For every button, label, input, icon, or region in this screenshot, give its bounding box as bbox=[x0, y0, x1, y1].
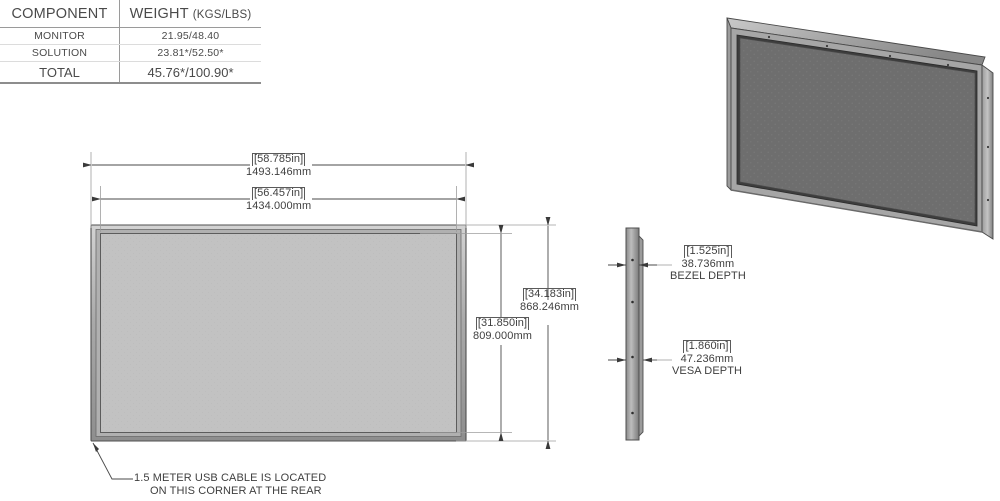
iso-screen-recess bbox=[736, 34, 978, 227]
iso-frame-guide bbox=[727, 18, 985, 216]
label-overall-width-mm: 1493.146mm bbox=[246, 165, 312, 178]
table-header-weight-text: WEIGHT bbox=[129, 5, 189, 22]
front-view-extension-lines bbox=[90, 152, 556, 442]
table-row: SOLUTION 23.81*/52.50* bbox=[0, 44, 261, 62]
label-overall-width: [58.785in] 1493.146mm bbox=[246, 153, 311, 178]
side-view-monitor bbox=[625, 227, 644, 441]
row-value-total: 45.76*/100.90* bbox=[119, 61, 261, 84]
row-label-solution: SOLUTION bbox=[0, 44, 120, 62]
row-label-monitor: MONITOR bbox=[0, 27, 120, 45]
side-view-mount-point bbox=[631, 355, 634, 359]
iso-mount-point bbox=[986, 198, 990, 202]
side-view-mount-point bbox=[631, 411, 634, 415]
label-bezel-depth-mm: 38.736mm bbox=[681, 257, 735, 270]
row-value-solution: 23.81*/52.50* bbox=[119, 44, 261, 62]
label-vesa-depth-title: VESA DEPTH bbox=[672, 365, 743, 377]
iso-right-side-face bbox=[981, 64, 994, 240]
iso-mount-point bbox=[888, 54, 892, 58]
usb-cable-note: 1.5 METER USB CABLE IS LOCATED ON THIS C… bbox=[134, 472, 326, 497]
side-view-mount-point bbox=[631, 300, 634, 304]
usb-cable-leader-line bbox=[92, 442, 133, 480]
table-header-weight-units: (KGS/LBS) bbox=[192, 8, 252, 21]
table-row-total: TOTAL 45.76*/100.90* bbox=[0, 61, 261, 84]
label-overall-height: [34.183in] 868.246mm bbox=[520, 288, 579, 313]
label-screen-height: [31.850in] 809.000mm bbox=[473, 317, 532, 342]
label-overall-height-inches: [34.183in] bbox=[522, 288, 577, 301]
side-view-mount-point bbox=[631, 258, 634, 262]
table-row: MONITOR 21.95/48.40 bbox=[0, 27, 261, 45]
label-overall-width-inches: [58.785in] bbox=[251, 153, 306, 166]
label-screen-width: [56.457in] 1434.000mm bbox=[246, 187, 311, 212]
table-header-component: COMPONENT bbox=[0, 0, 120, 28]
front-view-monitor bbox=[90, 224, 467, 442]
usb-cable-leader-arrow bbox=[93, 443, 99, 452]
label-screen-height-mm: 809.000mm bbox=[473, 329, 532, 342]
usb-cable-note-line2: ON THIS CORNER AT THE REAR bbox=[150, 484, 322, 497]
isometric-view-monitor bbox=[726, 17, 994, 240]
label-vesa-depth: [1.860in] 47.236mm VESA DEPTH bbox=[672, 340, 742, 378]
iso-left-bezel bbox=[726, 17, 732, 192]
side-view-vesa-plate bbox=[638, 234, 644, 438]
label-bezel-depth: [1.525in] 38.736mm BEZEL DEPTH bbox=[670, 245, 746, 283]
label-vesa-depth-inches: [1.860in] bbox=[683, 340, 731, 353]
table-header-weight: WEIGHT (KGS/LBS) bbox=[119, 0, 261, 28]
iso-mount-point bbox=[767, 35, 771, 39]
usb-cable-note-line1: 1.5 METER USB CABLE IS LOCATED bbox=[134, 472, 327, 484]
label-vesa-depth-mm: 47.236mm bbox=[680, 352, 734, 365]
iso-front-plate bbox=[730, 27, 983, 233]
iso-mount-point bbox=[946, 63, 950, 67]
table-header-row: COMPONENT WEIGHT (KGS/LBS) bbox=[0, 0, 261, 28]
iso-screen bbox=[739, 37, 976, 224]
label-overall-height-mm: 868.246mm bbox=[520, 300, 579, 313]
weight-table: COMPONENT WEIGHT (KGS/LBS) MONITOR 21.95… bbox=[0, 0, 261, 84]
label-bezel-depth-title: BEZEL DEPTH bbox=[670, 270, 746, 282]
label-screen-width-mm: 1434.000mm bbox=[246, 199, 312, 212]
row-label-total: TOTAL bbox=[0, 61, 120, 84]
iso-top-bezel bbox=[726, 17, 986, 66]
iso-mount-point bbox=[986, 96, 990, 100]
front-view-screen bbox=[100, 233, 457, 433]
label-screen-height-inches: [31.850in] bbox=[475, 317, 530, 330]
iso-mount-point bbox=[825, 44, 829, 48]
front-view-outer-bezel bbox=[90, 224, 467, 442]
label-bezel-depth-inches: [1.525in] bbox=[684, 245, 732, 258]
side-view-body bbox=[625, 227, 640, 441]
front-view-inner-bezel bbox=[95, 229, 462, 437]
iso-mount-point bbox=[986, 145, 990, 149]
label-screen-width-inches: [56.457in] bbox=[251, 187, 306, 200]
usb-cable-leader bbox=[92, 442, 133, 480]
side-view-depth-dimensions bbox=[608, 262, 672, 363]
iso-bottom-edge bbox=[730, 189, 983, 233]
row-value-monitor: 21.95/48.40 bbox=[119, 27, 261, 45]
weight-table-grid: COMPONENT WEIGHT (KGS/LBS) MONITOR 21.95… bbox=[0, 0, 261, 84]
